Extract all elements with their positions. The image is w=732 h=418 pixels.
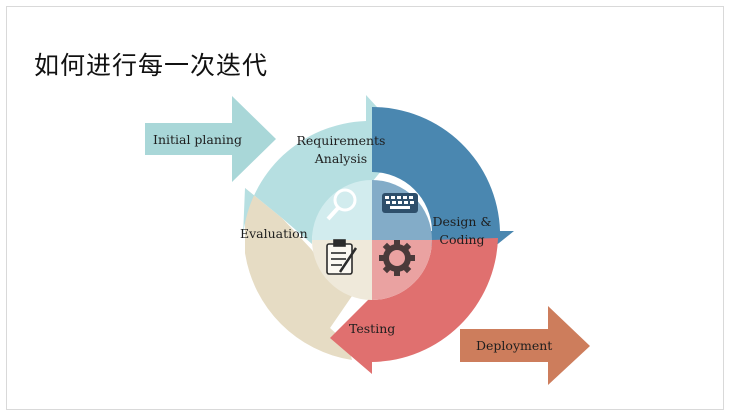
keyboard-icon — [382, 193, 418, 213]
initial-planing-label: Initial planing — [153, 132, 242, 147]
deployment-arrow — [460, 306, 590, 385]
gear-icon — [379, 240, 415, 276]
testing-label: Testing — [349, 321, 395, 336]
evaluation-label: Evaluation — [240, 226, 308, 241]
evaluation-segment — [245, 188, 372, 360]
design-label-line1: Design & — [433, 214, 492, 229]
requirements-label-line1: Requirements — [297, 133, 386, 148]
design-label-line2: Coding — [439, 232, 484, 247]
requirements-segment — [243, 95, 407, 244]
requirements-label-line2: Analysis — [314, 151, 367, 166]
initial-planing-arrow — [145, 96, 276, 182]
deployment-label: Deployment — [476, 338, 552, 353]
page-title: 如何进行每一次迭代 — [34, 51, 269, 80]
clipboard-icon — [326, 239, 358, 275]
design-coding-segment — [372, 106, 514, 276]
magnifier-icon — [326, 188, 357, 221]
testing-segment — [330, 238, 498, 374]
